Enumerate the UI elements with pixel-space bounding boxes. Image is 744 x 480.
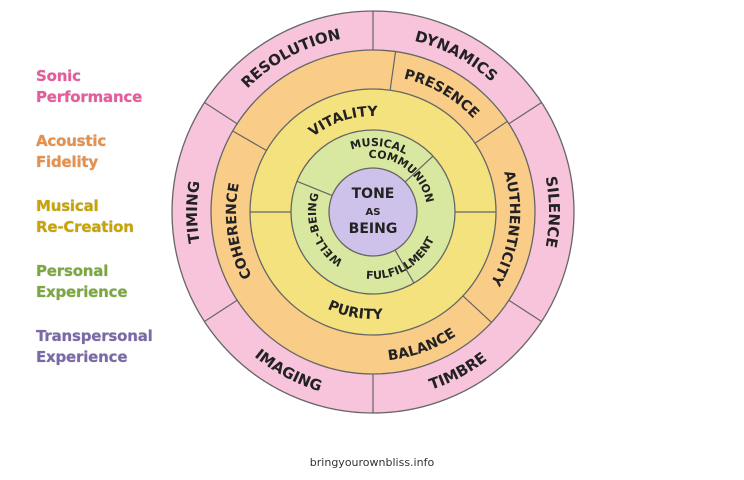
label-timing: TIMING: [183, 180, 204, 245]
legend-line: Musical: [36, 197, 99, 215]
legend-line: Re-Creation: [36, 218, 134, 236]
legend-line: Transpersonal: [36, 327, 153, 345]
center-label-line: BEING: [349, 221, 398, 237]
segment-divider: [232, 130, 267, 152]
label-timing-text: TIMING: [183, 180, 204, 245]
segment-divider: [474, 120, 508, 144]
legend-line: Personal: [36, 262, 109, 280]
legend-transpersonal-experience: Transpersonal Experience: [36, 326, 153, 368]
segment-divider: [389, 51, 397, 91]
legend-line: Sonic: [36, 67, 81, 85]
center-label-line: TONE: [352, 186, 395, 202]
segment-divider: [508, 299, 542, 322]
segment-divider: [394, 249, 415, 284]
label-silence-text: SILENCE: [542, 175, 563, 249]
segment-divider: [204, 102, 238, 125]
legend-line: Experience: [36, 348, 128, 366]
legend-sonic-performance: Sonic Performance: [36, 66, 142, 108]
legend-personal-experience: Personal Experience: [36, 261, 127, 303]
segment-divider: [508, 102, 542, 125]
legend-acoustic-fidelity: Acoustic Fidelity: [36, 131, 106, 173]
legend-line: Performance: [36, 88, 143, 106]
segment-divider: [204, 299, 238, 322]
segment-divider: [404, 155, 434, 183]
center-label-line: AS: [366, 207, 381, 218]
center-transpersonal-experience: [328, 167, 418, 257]
legend-line: Fidelity: [36, 153, 98, 171]
legend-line: Experience: [36, 283, 128, 301]
legend-line: Acoustic: [36, 132, 107, 150]
legend-musical-recreation: Musical Re-Creation: [36, 196, 134, 238]
label-silence: SILENCE: [542, 175, 563, 249]
segment-divider: [296, 180, 333, 197]
segment-divider: [462, 295, 492, 323]
footer-url: bringyourownbliss.info: [309, 456, 435, 469]
